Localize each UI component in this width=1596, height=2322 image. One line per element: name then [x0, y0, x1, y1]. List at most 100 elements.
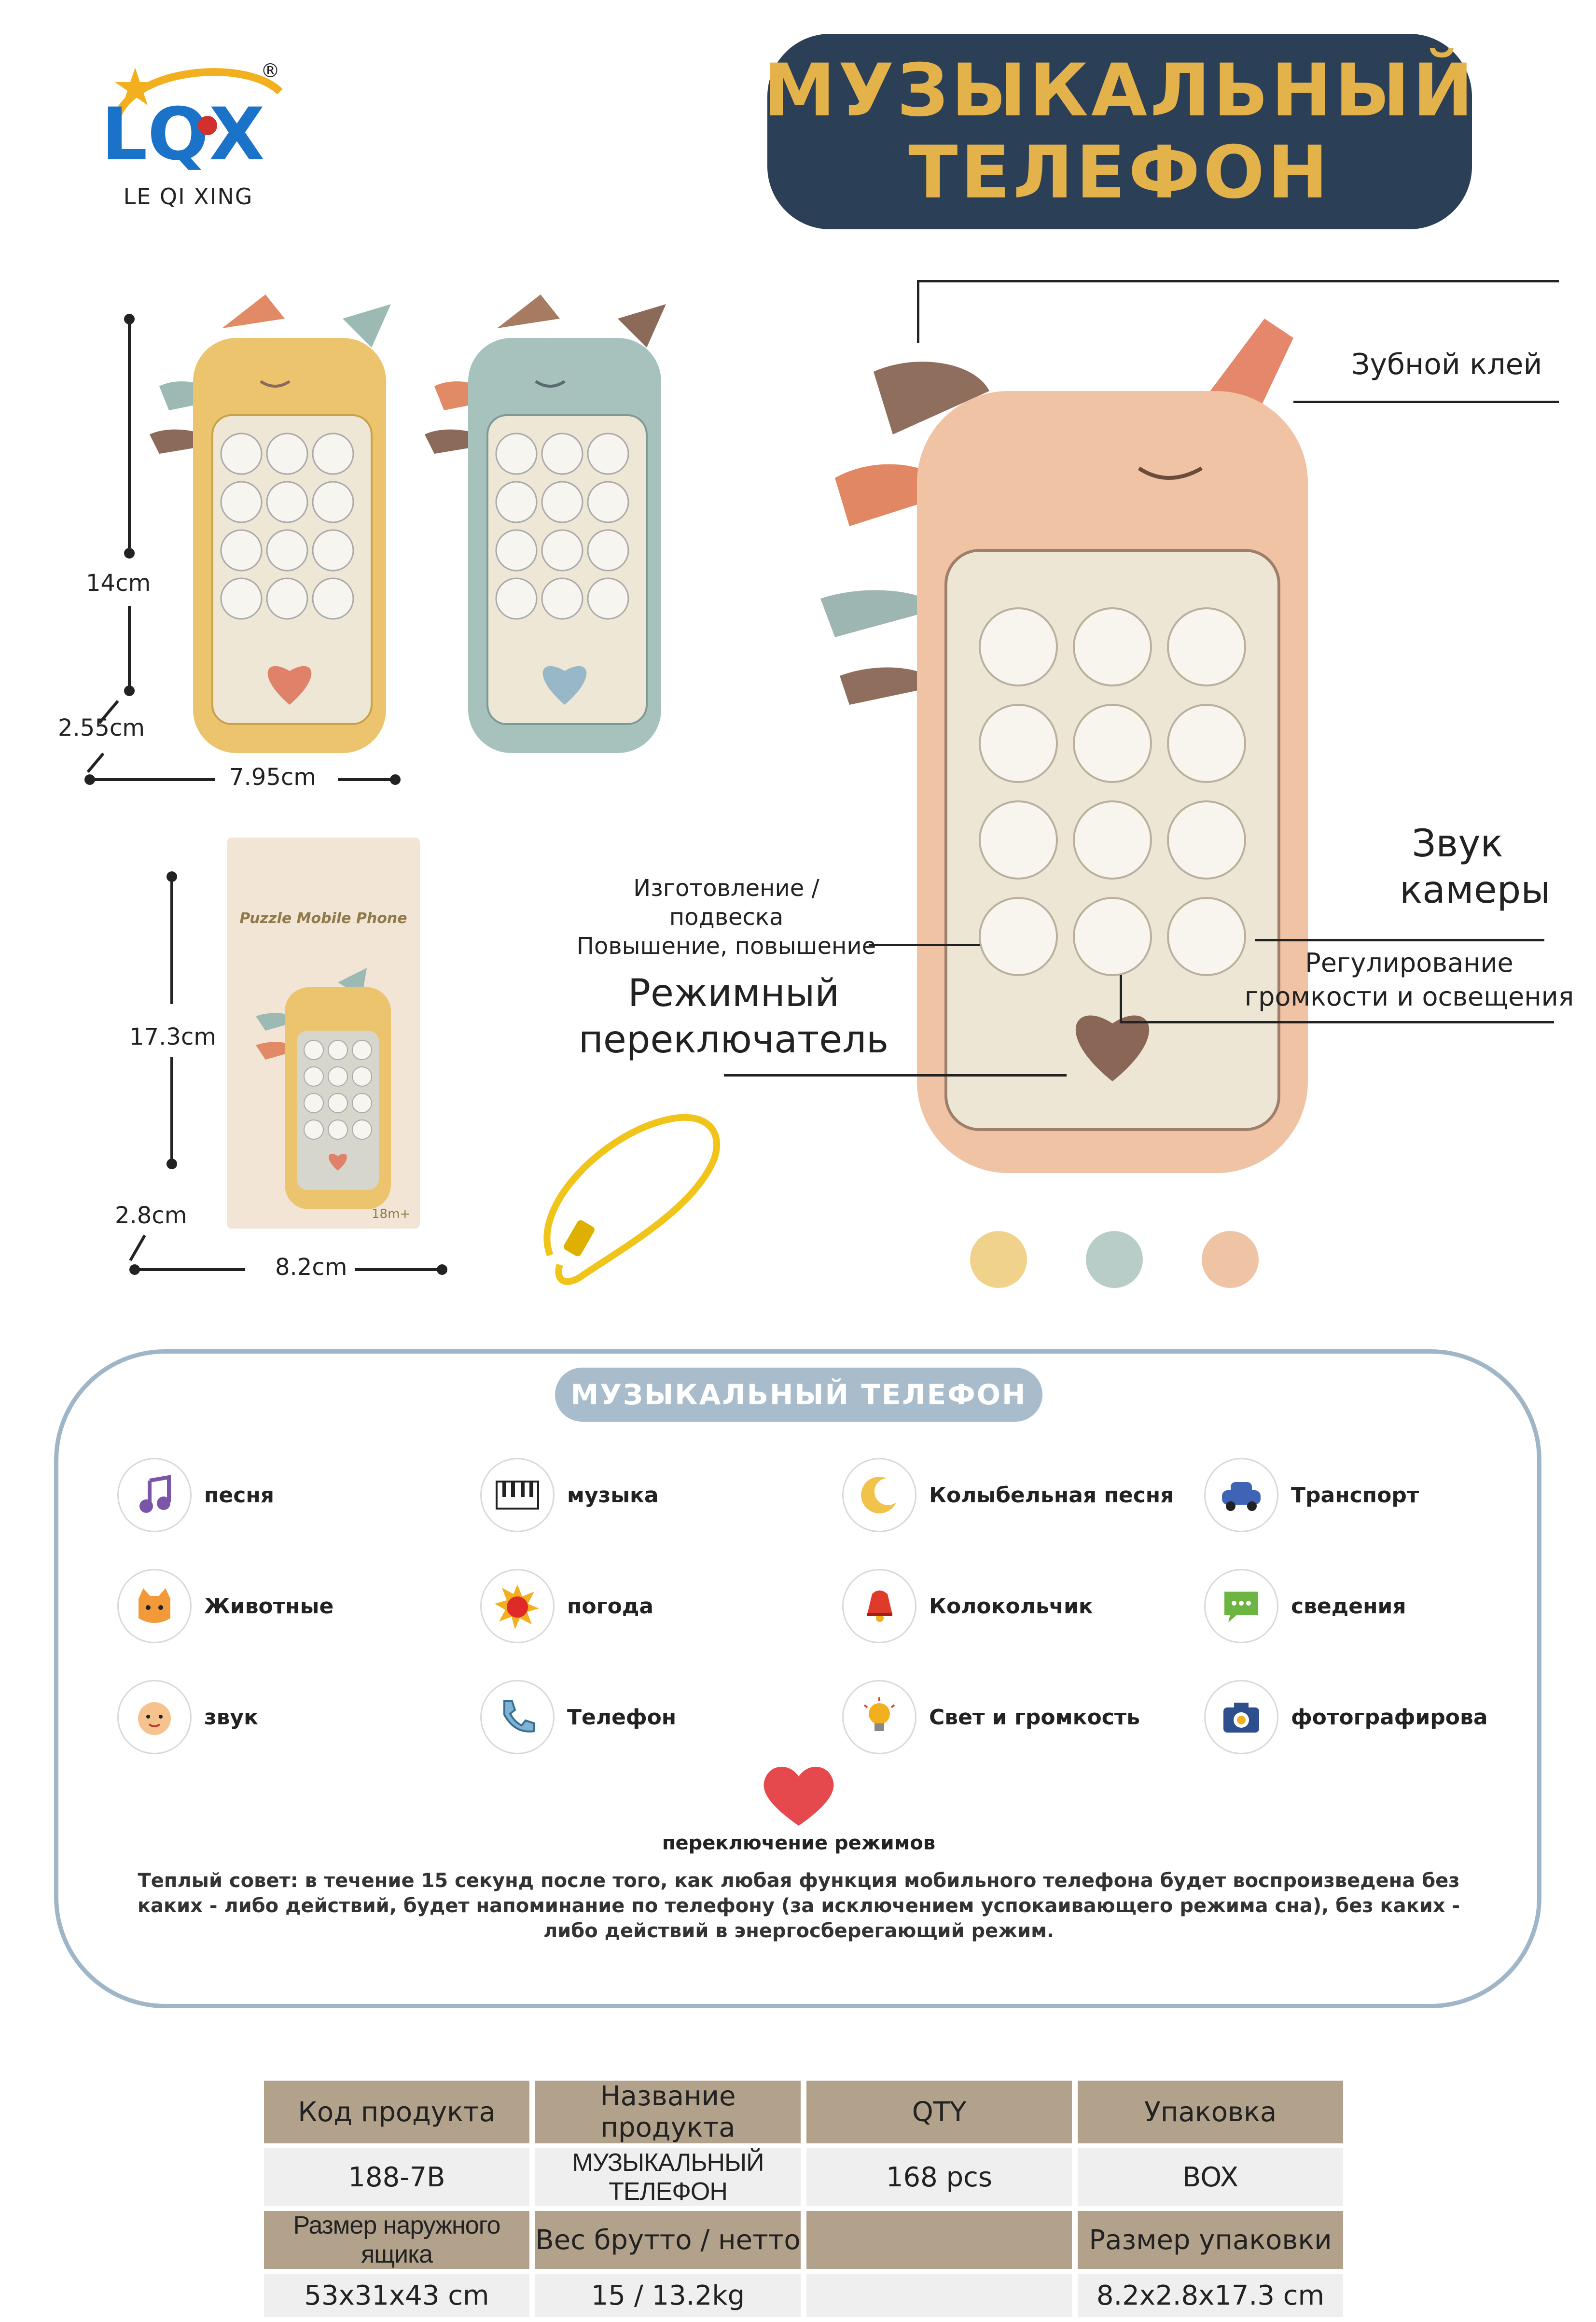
features-header: МУЗЫКАЛЬНЫЙ ТЕЛЕФОН [555, 1368, 1042, 1422]
phone-peach-illustration [820, 319, 1308, 1173]
phone-yellow-illustration [150, 294, 391, 753]
box-height-label: 17.3cm [129, 1023, 217, 1050]
feature-animals: Животные [117, 1565, 455, 1647]
feature-label: песня [204, 1483, 274, 1508]
table-cell [806, 2274, 1072, 2317]
color-swatch-yellow [970, 1231, 1027, 1288]
dimension-dot [129, 1264, 140, 1275]
specs-table: Код продукта Название продукта QTY Упако… [258, 2076, 1349, 2322]
camera-sound-line-1: Звук [1412, 822, 1503, 866]
height-dimension-line-lower [128, 606, 131, 690]
box-height-line-lower [170, 1057, 173, 1163]
hanging-label: Изготовление / подвеска Повышение, повыш… [574, 874, 878, 961]
table-row: 188-7B МУЗЫКАЛЬНЫЙ ТЕЛЕФОН 168 pcs BOX [264, 2148, 1343, 2206]
phone-blue-illustration [425, 294, 666, 753]
dimension-dot [167, 1159, 177, 1169]
message-icon [1204, 1569, 1278, 1643]
table-header-cell: Размер наружного ящика [264, 2211, 529, 2269]
package-box: Puzzle Mobile Phone 18m+ [227, 838, 420, 1229]
piano-icon [480, 1458, 555, 1532]
feature-music: музыка [480, 1454, 818, 1536]
table-row: Размер наружного ящика Вес брутто / нетт… [264, 2211, 1343, 2269]
table-header-cell [806, 2211, 1072, 2269]
color-swatch-peach [1202, 1231, 1259, 1288]
table-header-cell: QTY [806, 2081, 1072, 2143]
heart-icon [763, 1766, 834, 1826]
feature-label: Свет и громкость [929, 1705, 1140, 1730]
table-header-cell: Код продукта [264, 2081, 529, 2143]
teether-callout-line-lower [1293, 401, 1559, 403]
color-swatch-blue [1086, 1231, 1143, 1288]
width-dimension-line [89, 778, 215, 781]
mode-switch-callout-line [724, 1074, 1067, 1077]
baby-face-icon [117, 1680, 192, 1754]
feature-weather: погода [480, 1565, 818, 1647]
dimension-dot [124, 685, 135, 696]
feature-info: сведения [1204, 1565, 1542, 1647]
camera-icon [1204, 1680, 1278, 1754]
dimension-dot [124, 314, 135, 324]
mode-switch-line-1: Режимный [627, 972, 840, 1015]
table-row: 53x31x43 cm 15 / 13.2kg 8.2x2.8x17.3 cm [264, 2274, 1343, 2317]
table-header-cell: Размер упаковки [1078, 2211, 1343, 2269]
feature-label: фотографирова [1291, 1705, 1488, 1730]
dimension-dot [124, 548, 135, 559]
depth-dimension-line-lower [86, 752, 105, 773]
feature-phone: Телефон [480, 1676, 818, 1758]
box-depth-label: 2.8cm [115, 1202, 187, 1229]
box-depth-line [129, 1234, 146, 1261]
box-width-line-right [355, 1268, 442, 1271]
feature-label: погода [567, 1594, 654, 1619]
logo-letters: LQX [101, 93, 265, 174]
table-cell: BOX [1078, 2148, 1343, 2206]
feature-label: Животные [204, 1594, 334, 1619]
logo-mark-icon: LQX ® [101, 60, 283, 174]
feature-label: звук [204, 1705, 258, 1730]
dimension-dot [390, 774, 401, 785]
box-label: Puzzle Mobile Phone [239, 910, 407, 927]
hanging-callout-line [869, 944, 980, 946]
feature-label: Колокольчик [929, 1594, 1093, 1619]
camera-callout-line [1255, 939, 1544, 941]
warm-tip: Теплый совет: в течение 15 секунд после … [125, 1868, 1472, 1944]
mode-switch-line-2: переключатель [578, 1018, 889, 1062]
height-label: 14cm [86, 570, 151, 597]
sun-icon [480, 1569, 555, 1643]
volume-light-label: Регулирование громкости и освещения [1240, 946, 1578, 1014]
feature-lullaby: Колыбельная песня [842, 1454, 1180, 1536]
table-header-cell: Упаковка [1078, 2081, 1343, 2143]
title-line-2: ТЕЛЕФОН [908, 130, 1331, 215]
feature-song: песня [117, 1454, 455, 1536]
lanyard-illustration [543, 1114, 720, 1285]
moon-icon [842, 1458, 916, 1532]
warm-tip-line-1: Теплый совет: в течение 15 секунд после … [138, 1870, 1460, 1892]
light-bulb-icon [842, 1680, 916, 1754]
table-cell: 168 pcs [806, 2148, 1072, 2206]
teether-callout-line-vertical [917, 280, 919, 343]
camera-sound-label: Звук камеры [1400, 821, 1551, 913]
feature-label: Телефон [567, 1705, 677, 1730]
height-dimension-line [128, 319, 131, 548]
feature-bell: Колокольчик [842, 1565, 1180, 1647]
title-banner: МУЗЫКАЛЬНЫЙ ТЕЛЕФОН [763, 34, 1473, 229]
phone-handset-icon [480, 1680, 555, 1754]
table-row: Код продукта Название продукта QTY Упако… [264, 2081, 1343, 2143]
teether-label: Зубной клей [1351, 348, 1542, 381]
hanging-line-1: Изготовление / подвеска [633, 875, 819, 931]
table-cell: 8.2x2.8x17.3 cm [1078, 2274, 1343, 2317]
width-label: 7.95cm [229, 764, 317, 791]
feature-transport: Транспорт [1204, 1454, 1542, 1536]
feature-sound: звук [117, 1676, 455, 1758]
hanging-line-2: Повышение, повышение [576, 933, 876, 960]
width-dimension-line-right [338, 778, 396, 781]
age-badge: 18m+ [372, 1207, 411, 1221]
box-width-label: 8.2cm [275, 1254, 347, 1281]
volume-light-line-2: громкости и освещения [1244, 981, 1574, 1012]
feature-label: сведения [1291, 1594, 1406, 1619]
features-panel [54, 1349, 1541, 2008]
boxed-phone-illustration [256, 968, 391, 1209]
mode-switch-label: переключение режимов [662, 1832, 936, 1854]
logo-subtitle: LE QI XING [123, 183, 253, 210]
feature-label: Транспорт [1291, 1483, 1419, 1508]
dimension-dot [167, 871, 177, 882]
